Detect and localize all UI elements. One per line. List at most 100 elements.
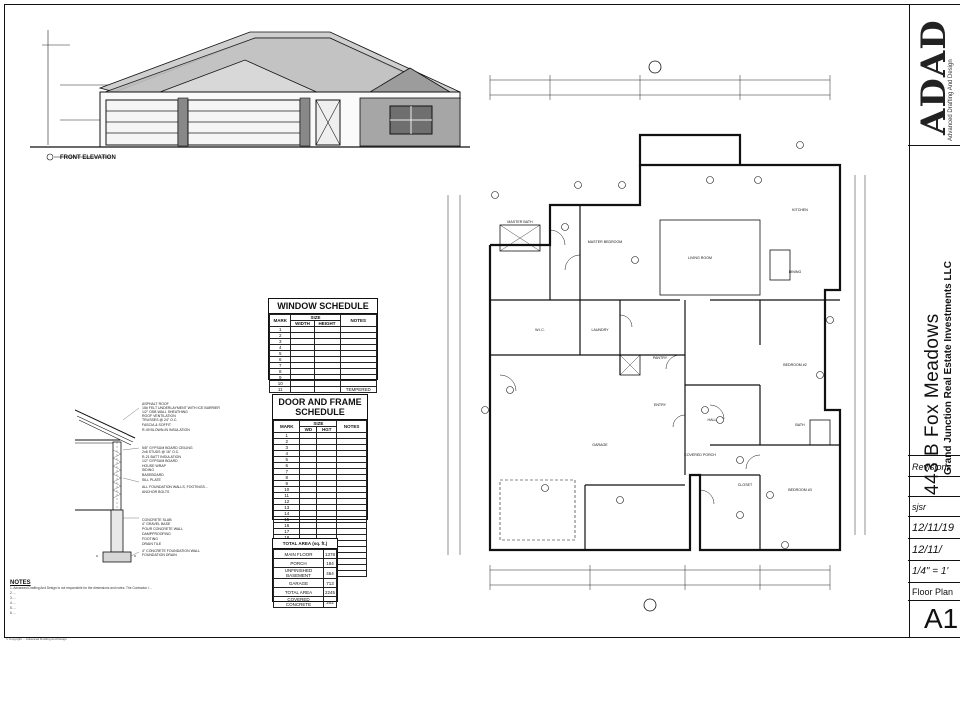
door-schedule: DOOR AND FRAME SCHEDULE MARK SIZE NOTES … — [272, 394, 368, 577]
note-line: 6. ... — [10, 611, 17, 615]
note-line: 1. Advanced Drafting And Design is not r… — [10, 586, 152, 590]
door-schedule-title: DOOR AND FRAME SCHEDULE — [273, 395, 367, 420]
wall-section-note: SIDING — [142, 468, 155, 472]
room-label: BATH — [795, 423, 805, 427]
area-label: GARAGE — [273, 578, 324, 588]
wall-section-note: FASCIA & SOFFIT — [142, 423, 171, 427]
wall-section-note: CONCRETE SLAB — [142, 518, 172, 522]
room-label: MASTER BEDROOM — [587, 240, 623, 244]
project-owner: Grand Junction Real Estate Investments L… — [943, 261, 954, 475]
ds-header-notes: NOTES — [336, 420, 367, 433]
wall-section-note: 15# FELT UNDERLAYMENT WITH ICE BARRIER — [142, 406, 220, 410]
area-value: 713 — [322, 578, 338, 588]
room-label: MASTER BATH — [507, 220, 533, 224]
wall-section-note: R-49 BLOWN-IN INSULATION — [142, 428, 190, 432]
window-schedule-title: WINDOW SCHEDULE — [269, 299, 377, 314]
window-schedule-cell: TEMPERED — [339, 386, 378, 393]
wall-section-note: DRAIN TILE — [142, 542, 162, 546]
ws-header-mark: MARK — [268, 314, 292, 327]
area-value: 2245 — [322, 587, 338, 597]
revisions-label: Revisions — [908, 457, 960, 477]
wall-section-note: HOUSE WRAP — [142, 464, 166, 468]
door-schedule-cell — [336, 570, 367, 577]
date-2: 12/11/ — [908, 539, 960, 561]
room-label: KITCHEN — [792, 208, 808, 212]
date-1: 12/11/19 — [908, 517, 960, 539]
project-info: 443 B Fox Meadows Grand Junction Real Es… — [908, 145, 960, 495]
note-line: 2. ... — [10, 591, 17, 595]
wall-section-note: 1/2" GYPSUM BOARD — [142, 459, 178, 463]
window-schedule-cell — [313, 386, 341, 393]
note-line: 4. ... — [10, 601, 17, 605]
wall-section-note: 2x6 STUDS @ 16" O.C. — [142, 450, 180, 454]
room-label: ENTRY — [653, 403, 667, 407]
sheet-number: A1 — [924, 603, 959, 634]
wall-section-note: POUR CONCRETE WALL — [142, 527, 184, 531]
room-label: CLOSET — [737, 483, 753, 487]
ds-header-mark: MARK — [272, 420, 301, 433]
elevation-label: FRONT ELEVATION — [60, 155, 116, 161]
wall-section-note: ROOF VENTILATION — [142, 414, 176, 418]
firm-logo-subtitle: Advanced Drafting And Design — [948, 59, 954, 141]
area-label: TOTAL AREA — [273, 587, 324, 597]
wall-section-note: SILL PLATE — [142, 478, 161, 482]
room-label: COVERED PORCH — [684, 453, 716, 457]
wall-section-detail — [75, 407, 140, 563]
room-label: PANTRY — [652, 356, 668, 360]
wall-section-note: TRUSSES @ 24" O.C. — [142, 418, 178, 422]
room-label: GARAGE — [592, 443, 608, 447]
wall-section-note: 4" CONCRETE FOUNDATION WALL — [142, 549, 201, 553]
area-value: 202 — [322, 596, 338, 608]
wall-section-note: 4" GRAVEL BASE — [142, 522, 171, 526]
room-label: LIVING ROOM — [688, 256, 712, 260]
front-elevation — [30, 30, 470, 161]
title-block: ADAD Advanced Drafting And Design 443 B … — [908, 4, 960, 638]
wall-section-note: ALL FOUNDATION WALLS, FOOTINGS... — [142, 485, 208, 489]
wall-section-note: R-21 BATT INSULATION — [142, 455, 181, 459]
scale: 1/4" = 1' — [908, 561, 960, 583]
area-label: UNFINISHED BASEMENT — [273, 567, 324, 579]
sheet-border — [4, 4, 910, 638]
note-line: 5. ... — [10, 606, 17, 610]
sheet-name: Floor Plan — [908, 583, 960, 601]
area-label: PORCH — [273, 558, 324, 568]
window-schedule-cell: 11 — [268, 386, 292, 393]
area-value: 464 — [322, 567, 338, 579]
wall-section-note: BASEBOARD — [142, 473, 164, 477]
copyright-note: © Copyright ... Advanced Drafting And De… — [6, 637, 67, 641]
wall-section-note: FOUNDATION DRAIN — [142, 553, 177, 557]
ws-header-notes: NOTES — [339, 314, 378, 327]
room-label: LAUNDRY — [591, 328, 609, 332]
total-area-title: TOTAL AREA (sq. ft.) — [273, 539, 337, 549]
revisions-box — [908, 477, 960, 497]
wall-section-note: ANCHOR BOLTS — [142, 490, 170, 494]
firm-logo: ADAD Advanced Drafting And Design — [908, 5, 960, 146]
area-label: COVERED CONCRETE — [273, 596, 324, 608]
note-line: 3. ... — [10, 596, 17, 600]
window-schedule: WINDOW SCHEDULE MARK SIZE NOTES WIDTH HE… — [268, 298, 378, 393]
drawn-by: sjsr — [908, 497, 960, 517]
room-label: W.I.C. — [535, 328, 545, 332]
wall-section-note: ASPHALT ROOF — [142, 402, 169, 406]
room-label: HALL — [707, 418, 717, 422]
wall-section-note: 5/8" GYPSUM BOARD CEILING — [142, 446, 193, 450]
notes-title: NOTES — [10, 580, 31, 586]
wall-section-note: DAMPPROOFING — [142, 532, 171, 536]
wall-section-note: 1/2" OSB WALL SHEATHING — [142, 410, 188, 414]
room-label: DINING — [788, 270, 802, 274]
area-label: MAIN FLOOR — [273, 549, 324, 559]
area-value: 1378 — [322, 549, 338, 559]
room-label: BEDROOM #3 — [788, 488, 812, 492]
window-schedule-row: 11 TEMPERED — [268, 386, 378, 393]
floor-plan — [447, 60, 866, 612]
general-notes: NOTES 1. Advanced Drafting And Design is… — [10, 580, 152, 616]
